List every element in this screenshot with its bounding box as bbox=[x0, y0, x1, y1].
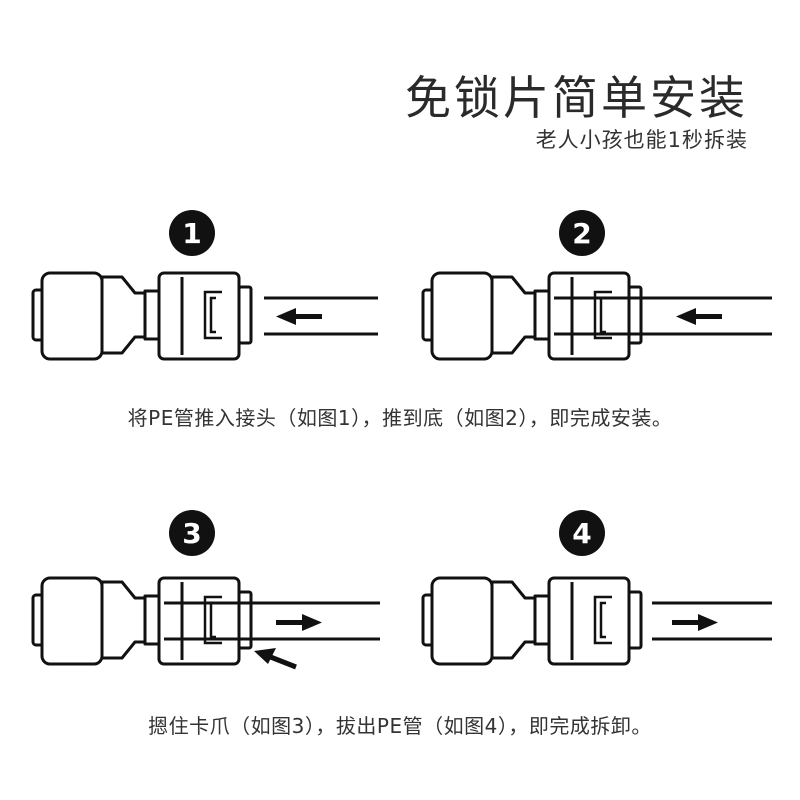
step-4-diagram bbox=[421, 576, 772, 666]
remove-caption: 摁住卡爪（如图3），拔出PE管（如图4），即完成拆卸。 bbox=[148, 714, 652, 738]
page-title: 免锁片简单安装 bbox=[405, 71, 748, 125]
pe-tube bbox=[164, 601, 380, 641]
page-subtitle: 老人小孩也能1秒拆装 bbox=[535, 128, 748, 152]
step-2-badge: 2 bbox=[559, 210, 605, 256]
push-arrow-left bbox=[676, 308, 722, 325]
push-arrow-left bbox=[276, 308, 322, 325]
step-1-badge: 1 bbox=[169, 210, 215, 256]
step-3-badge: 3 bbox=[169, 510, 215, 556]
step-3-diagram bbox=[31, 576, 380, 670]
install-caption: 将PE管推入接头（如图1），推到底（如图2），即完成安装。 bbox=[127, 406, 673, 430]
pull-arrow-right bbox=[276, 614, 322, 631]
pull-arrow-right bbox=[672, 614, 718, 631]
pe-tube bbox=[264, 296, 378, 336]
clip-claw bbox=[593, 595, 612, 645]
step-2-diagram bbox=[421, 271, 772, 361]
press-arrow-diagonal bbox=[254, 648, 297, 670]
step-4-badge: 4 bbox=[559, 510, 605, 556]
step-1-diagram bbox=[31, 271, 378, 361]
pe-tube bbox=[652, 601, 772, 641]
clip-claw bbox=[203, 290, 222, 340]
pe-tube bbox=[554, 296, 772, 336]
